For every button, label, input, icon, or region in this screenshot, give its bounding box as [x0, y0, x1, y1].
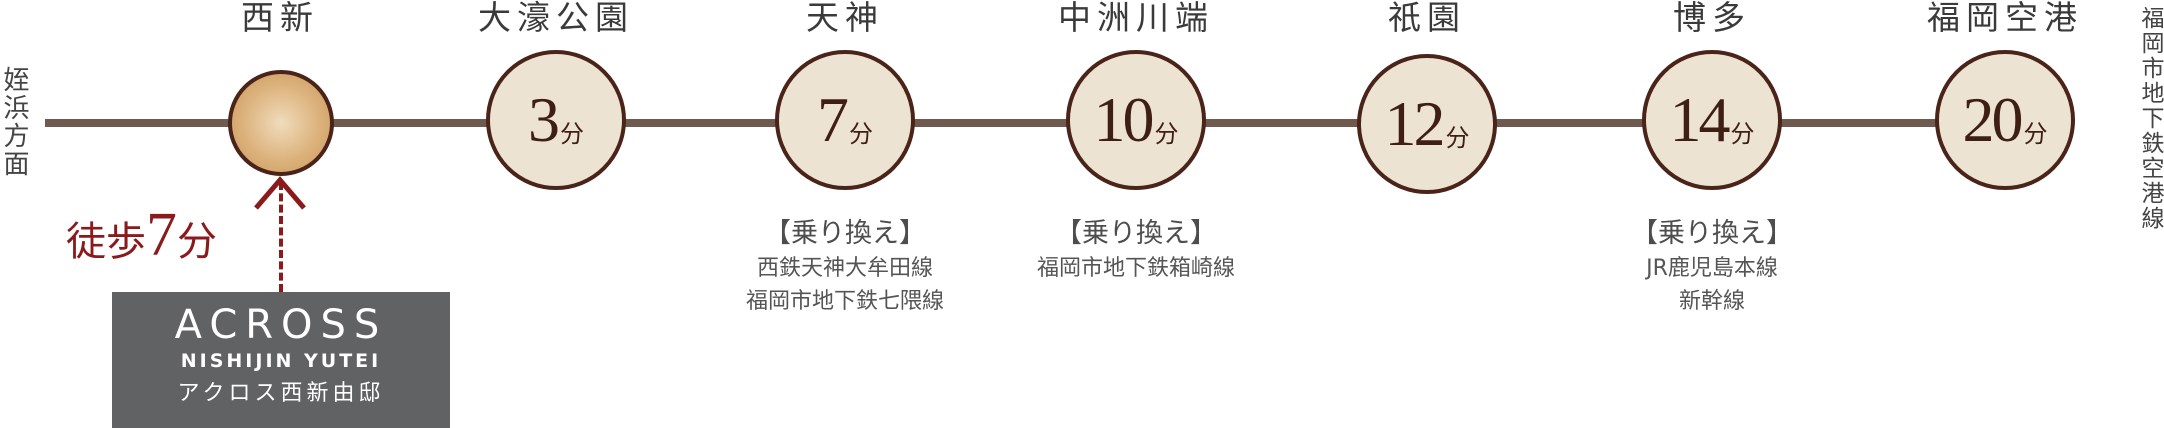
transfer-line: 福岡市地下鉄箱崎線: [1036, 256, 1235, 281]
minutes-value: 3: [528, 84, 560, 155]
minutes-unit: 分: [1154, 119, 1179, 148]
station-name-tenjin: 天神: [806, 1, 884, 37]
arrow-up-icon: [254, 176, 306, 210]
rail-line: [45, 119, 2005, 127]
minutes-value: 20: [1962, 84, 2024, 155]
minutes-value: 12: [1384, 88, 1446, 159]
station-name-nishijin: 西新: [241, 1, 319, 37]
transfer-header: 【乗り換え】: [1631, 218, 1793, 249]
property-brand-box: ACROSS NISHIJIN YUTEI アクロス西新由邸: [112, 292, 450, 428]
minutes-unit: 分: [560, 119, 584, 148]
minutes-unit: 分: [849, 119, 873, 148]
transfer-line: 新幹線: [1678, 289, 1745, 314]
station-name-nakasu-kawabata: 中洲川端: [1058, 1, 1214, 37]
brand-title: ACROSS: [174, 302, 388, 348]
walk-time-label: 徒歩7分: [66, 200, 217, 271]
station-name-ohori-koen: 大濠公園: [478, 1, 634, 37]
walk-path-dashed-line: [279, 182, 283, 292]
minutes-value: 14: [1669, 84, 1731, 155]
transfer-line: 西鉄天神大牟田線: [756, 256, 933, 281]
brand-subtitle: NISHIJIN YUTEI: [180, 350, 382, 372]
minutes-value: 7: [817, 84, 849, 155]
minutes-unit: 分: [1445, 123, 1470, 152]
transfer-info-nakasu-kawabata: 【乗り換え】 福岡市地下鉄箱崎線: [976, 216, 1296, 285]
transfer-header: 【乗り換え】: [764, 218, 926, 249]
brand-japanese-name: アクロス西新由邸: [177, 381, 385, 406]
direction-label: 姪浜方面: [0, 66, 29, 178]
line-name-label: 福岡市地下鉄空港線: [2137, 6, 2163, 231]
minutes-unit: 分: [2023, 119, 2048, 148]
minutes-value: 10: [1093, 84, 1155, 155]
walk-prefix: 徒歩: [66, 219, 146, 264]
station-name-fukuoka-airport: 福岡空港: [1927, 1, 2083, 37]
station-name-hakata: 博多: [1673, 1, 1751, 37]
transfer-header: 【乗り換え】: [1055, 218, 1217, 249]
minutes-unit: 分: [1730, 119, 1755, 148]
transfer-info-tenjin: 【乗り換え】 西鉄天神大牟田線 福岡市地下鉄七隈線: [685, 216, 1005, 318]
transfer-info-hakata: 【乗り換え】 JR鹿児島本線 新幹線: [1552, 216, 1872, 318]
walk-minutes: 7: [146, 201, 177, 269]
transfer-line: JR鹿児島本線: [1646, 256, 1778, 281]
transfer-line: 福岡市地下鉄七隈線: [745, 289, 944, 314]
origin-station-marker: [228, 70, 334, 176]
station-name-gion: 祇園: [1388, 1, 1466, 37]
walk-unit: 分: [177, 219, 217, 264]
